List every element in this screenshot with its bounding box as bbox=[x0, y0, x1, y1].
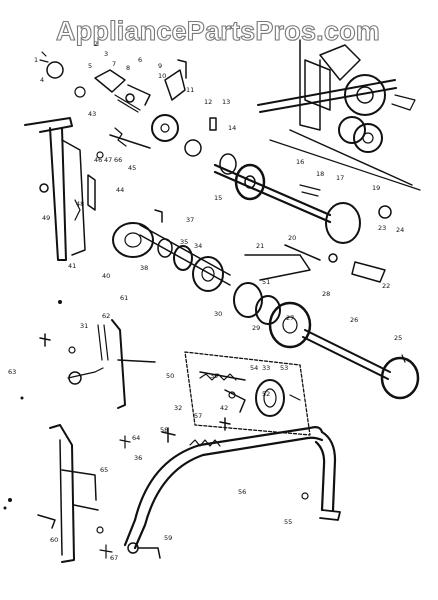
callout-3: 3 bbox=[104, 50, 108, 58]
callout-1: 1 bbox=[34, 56, 38, 64]
callout-28: 28 bbox=[322, 290, 330, 298]
callout-26: 26 bbox=[350, 316, 358, 324]
callout-49: 49 bbox=[42, 214, 50, 222]
callout-52: 52 bbox=[262, 390, 270, 398]
callout-51: 51 bbox=[262, 278, 270, 286]
small-parts-top-left bbox=[39, 51, 217, 157]
boxed-subassembly bbox=[184, 351, 311, 436]
bottom-left-bracket bbox=[37, 424, 131, 563]
upper-shaft-assembly bbox=[257, 39, 421, 191]
callout-7: 7 bbox=[112, 60, 116, 68]
callout-59: 59 bbox=[164, 534, 172, 542]
main-shaft bbox=[213, 153, 392, 244]
callout-13: 13 bbox=[222, 98, 230, 106]
callout-11: 11 bbox=[186, 86, 194, 94]
right-gear-chain bbox=[233, 253, 420, 400]
callout-16: 16 bbox=[296, 158, 304, 166]
callout-41: 41 bbox=[68, 262, 76, 270]
curved-rod bbox=[123, 426, 341, 559]
callout-45: 45 bbox=[128, 164, 136, 172]
callout-62: 62 bbox=[102, 312, 110, 320]
callout-32: 32 bbox=[174, 404, 182, 412]
callout-34: 34 bbox=[194, 242, 202, 250]
callout-27: 27 bbox=[286, 314, 294, 322]
callout-37: 37 bbox=[186, 216, 194, 224]
callout-5: 5 bbox=[88, 62, 92, 70]
callout-15: 15 bbox=[214, 194, 222, 202]
callout-67: 67 bbox=[110, 554, 118, 562]
callout-23: 23 bbox=[378, 224, 386, 232]
callout-9: 9 bbox=[158, 62, 162, 70]
callout-61: 61 bbox=[120, 294, 128, 302]
callout-63: 63 bbox=[8, 368, 16, 376]
callout-22: 22 bbox=[382, 282, 390, 290]
callout-43: 43 bbox=[88, 110, 96, 118]
callout-58: 58 bbox=[160, 426, 168, 434]
callout-4: 4 bbox=[40, 76, 44, 84]
callout-36: 36 bbox=[134, 454, 142, 462]
callout-47: 47 bbox=[104, 156, 112, 164]
callout-42: 42 bbox=[220, 404, 228, 412]
middle-left-lever bbox=[39, 319, 156, 409]
callout-50: 50 bbox=[166, 372, 174, 380]
callout-38: 38 bbox=[140, 264, 148, 272]
left-lever bbox=[24, 117, 104, 261]
callout-14: 14 bbox=[228, 124, 236, 132]
callout-44: 44 bbox=[116, 186, 124, 194]
callout-8: 8 bbox=[126, 64, 130, 72]
callout-55: 55 bbox=[284, 518, 292, 526]
callout-65: 65 bbox=[100, 466, 108, 474]
callout-19: 19 bbox=[372, 184, 380, 192]
callout-6: 6 bbox=[138, 56, 142, 64]
callout-66: 66 bbox=[114, 156, 122, 164]
watermark: AppliancePartsPros.com bbox=[55, 15, 380, 46]
callout-31: 31 bbox=[80, 322, 88, 330]
callout-35: 35 bbox=[180, 238, 188, 246]
callout-20: 20 bbox=[288, 234, 296, 242]
callout-24: 24 bbox=[396, 226, 404, 234]
callout-21: 21 bbox=[256, 242, 264, 250]
callout-10: 10 bbox=[158, 72, 166, 80]
callout-64: 64 bbox=[132, 434, 140, 442]
callout-2: 2 bbox=[94, 40, 98, 48]
callout-18: 18 bbox=[316, 170, 324, 178]
callout-54: 54 bbox=[250, 364, 258, 372]
callout-56: 56 bbox=[238, 488, 246, 496]
callout-39: 39 bbox=[210, 372, 218, 380]
callout-48: 48 bbox=[76, 200, 84, 208]
spring-and-bolts bbox=[161, 417, 231, 447]
callout-17: 17 bbox=[336, 174, 344, 182]
center-gear-cluster bbox=[112, 209, 321, 292]
callout-25: 25 bbox=[394, 334, 402, 342]
callout-29: 29 bbox=[252, 324, 260, 332]
callout-53: 53 bbox=[280, 364, 288, 372]
callout-40: 40 bbox=[102, 272, 110, 280]
callout-12: 12 bbox=[204, 98, 212, 106]
callout-60: 60 bbox=[50, 536, 58, 544]
callout-46: 46 bbox=[94, 156, 102, 164]
callout-33: 33 bbox=[262, 364, 270, 372]
callout-57: 57 bbox=[194, 412, 202, 420]
callout-30: 30 bbox=[214, 310, 222, 318]
